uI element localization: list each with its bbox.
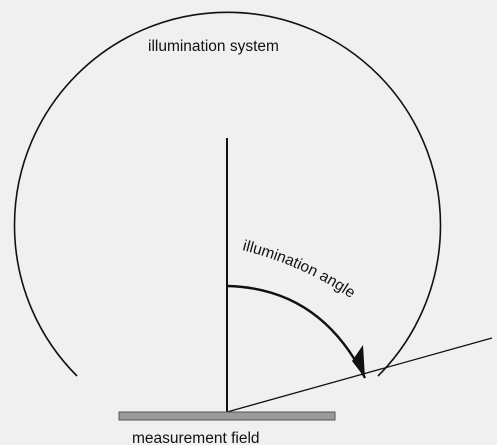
- illumination-angle-label-path: illumination angle: [241, 237, 358, 301]
- angle-arrowhead: [352, 345, 365, 378]
- illumination-system-arc: [13, 11, 442, 377]
- illumination-angle-label: illumination angle: [241, 237, 358, 301]
- measurement-field-plate: [118, 411, 336, 421]
- illumination-angle-arc: [226, 284, 367, 379]
- measurement-field-label: measurement field: [132, 430, 260, 445]
- illumination-system-label: illumination system: [148, 38, 279, 55]
- incident-ray-line: [226, 337, 493, 413]
